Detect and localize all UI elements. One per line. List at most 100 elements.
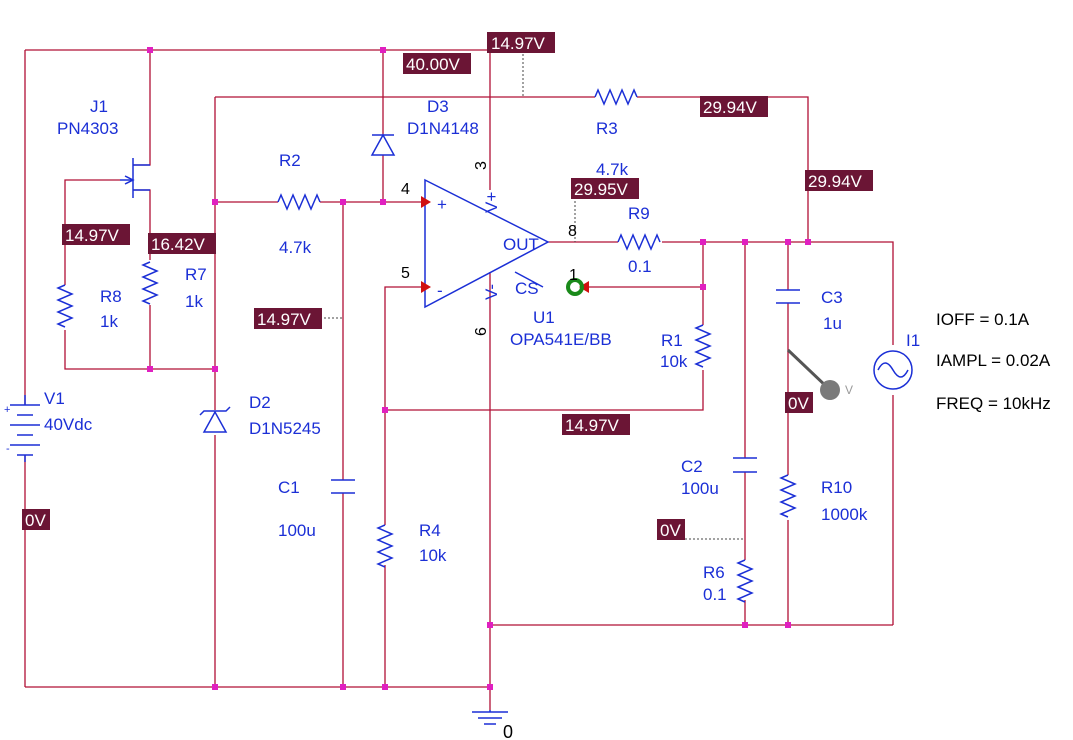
junction-dot [785,622,791,628]
d2-zener-diode [199,406,231,433]
u1-ref: U1 [533,308,555,327]
junction-dot [380,199,386,205]
j1-ref: J1 [90,97,108,116]
svg-text:16.42V: 16.42V [151,235,206,254]
r1-ref: R1 [661,331,683,350]
d2-model: D1N5245 [249,419,321,438]
d3-model: D1N4148 [407,119,479,138]
svg-text:0V: 0V [660,521,681,540]
v1-ref: V1 [44,389,65,408]
r1-value: 10k [660,352,688,371]
r9-resistor [617,233,661,251]
voltage-marker-r2-node: 14.97V [254,308,322,329]
junction-dot [805,239,811,245]
voltage-marker-v1-neg: 0V [22,509,50,530]
voltage-marker-c3-node: 0V [785,392,813,413]
i1-iampl: IAMPL = 0.02A [936,351,1051,370]
c2-ref: C2 [681,457,703,476]
voltage-marker-j1-gate: 14.97V [62,224,130,245]
r8-ref: R8 [100,287,122,306]
junction-dot [212,199,218,205]
svg-text:29.94V: 29.94V [703,98,758,117]
voltage-marker-out-mid: 29.95V [571,178,639,199]
u1-plus-pin: + [437,195,447,214]
voltage-probe-marker [786,348,840,400]
junction-dot [487,622,493,628]
u1-vplus-pin: V+ [482,192,501,213]
i1-freq: FREQ = 10kHz [936,394,1051,413]
junction-dot [742,239,748,245]
c3-capacitor [776,289,800,304]
junction-dot [785,239,791,245]
u1-model: OPA541E/BB [510,330,612,349]
r4-ref: R4 [419,521,441,540]
pin-5: 5 [401,265,410,282]
r8-value: 1k [100,312,118,331]
r4-resistor [376,524,394,568]
svg-text:0V: 0V [788,394,809,413]
r6-ref: R6 [703,563,725,582]
voltage-marker-rail-40: 40.00V [403,53,471,74]
pin-numbers: 3 4 5 6 8 1 0 V [401,161,853,740]
j1-jfet [120,158,150,198]
probe-leaders [320,50,745,540]
r2-value: 4.7k [279,238,312,257]
c3-value: 1u [823,314,842,333]
voltage-marker-r6-node: 0V [657,519,685,540]
junction-dot [700,239,706,245]
pin-8: 8 [568,223,577,240]
r2-ref: R2 [279,151,301,170]
c2-capacitor [733,457,757,473]
svg-text:29.95V: 29.95V [574,180,629,199]
d2-ref: D2 [249,393,271,412]
junction-dot [147,47,153,53]
u1-vminus-pin: V- [482,284,501,300]
wires [24,49,894,710]
svg-text:-: - [6,443,10,455]
r3-value: 4.7k [596,160,629,179]
junction-dot [340,199,346,205]
pin-6: 6 [473,327,490,336]
junction-dot [700,284,706,290]
pin-3: 3 [473,161,490,170]
junction-dot [380,47,386,53]
r6-resistor [736,559,754,603]
r10-ref: R10 [821,478,852,497]
r9-ref: R9 [628,204,650,223]
c2-value: 100u [681,479,719,498]
junction-dot [382,407,388,413]
c1-ref: C1 [278,478,300,497]
c1-capacitor [331,479,355,494]
d3-ref: D3 [427,97,449,116]
svg-text:14.97V: 14.97V [565,416,620,435]
svg-text:+: + [4,404,10,416]
r4-value: 10k [419,546,447,565]
r6-value: 0.1 [703,585,727,604]
voltage-marker-out-right: 29.94V [805,170,873,191]
voltage-marker-r3-right: 29.94V [700,96,768,117]
c3-ref: C3 [821,288,843,307]
r3-ref: R3 [596,119,618,138]
u1-cs-pin: CS [515,279,539,298]
svg-text:14.97V: 14.97V [491,34,546,53]
junction-dot [212,684,218,690]
d3-diode [370,133,396,156]
r7-value: 1k [185,292,203,311]
i1-ref: I1 [906,331,920,350]
svg-text:14.97V: 14.97V [65,226,120,245]
r9-value: 0.1 [628,257,652,276]
ground-label: 0 [503,722,513,740]
svg-text:29.94V: 29.94V [808,172,863,191]
svg-text:14.97V: 14.97V [257,310,312,329]
j1-model: PN4303 [57,119,118,138]
r7-resistor [141,261,159,305]
i1-ac-current-source [873,350,913,390]
r10-value: 1000k [821,505,868,524]
component-labels: J1 PN4303 D3 D1N4148 R3 4.7k R2 4.7k R9 … [44,97,1051,604]
r1-resistor [694,324,712,368]
i1-ioff: IOFF = 0.1A [936,310,1030,329]
junction-dot [340,684,346,690]
cs-pin-connector [566,278,584,296]
v1-battery: + - [4,395,40,462]
